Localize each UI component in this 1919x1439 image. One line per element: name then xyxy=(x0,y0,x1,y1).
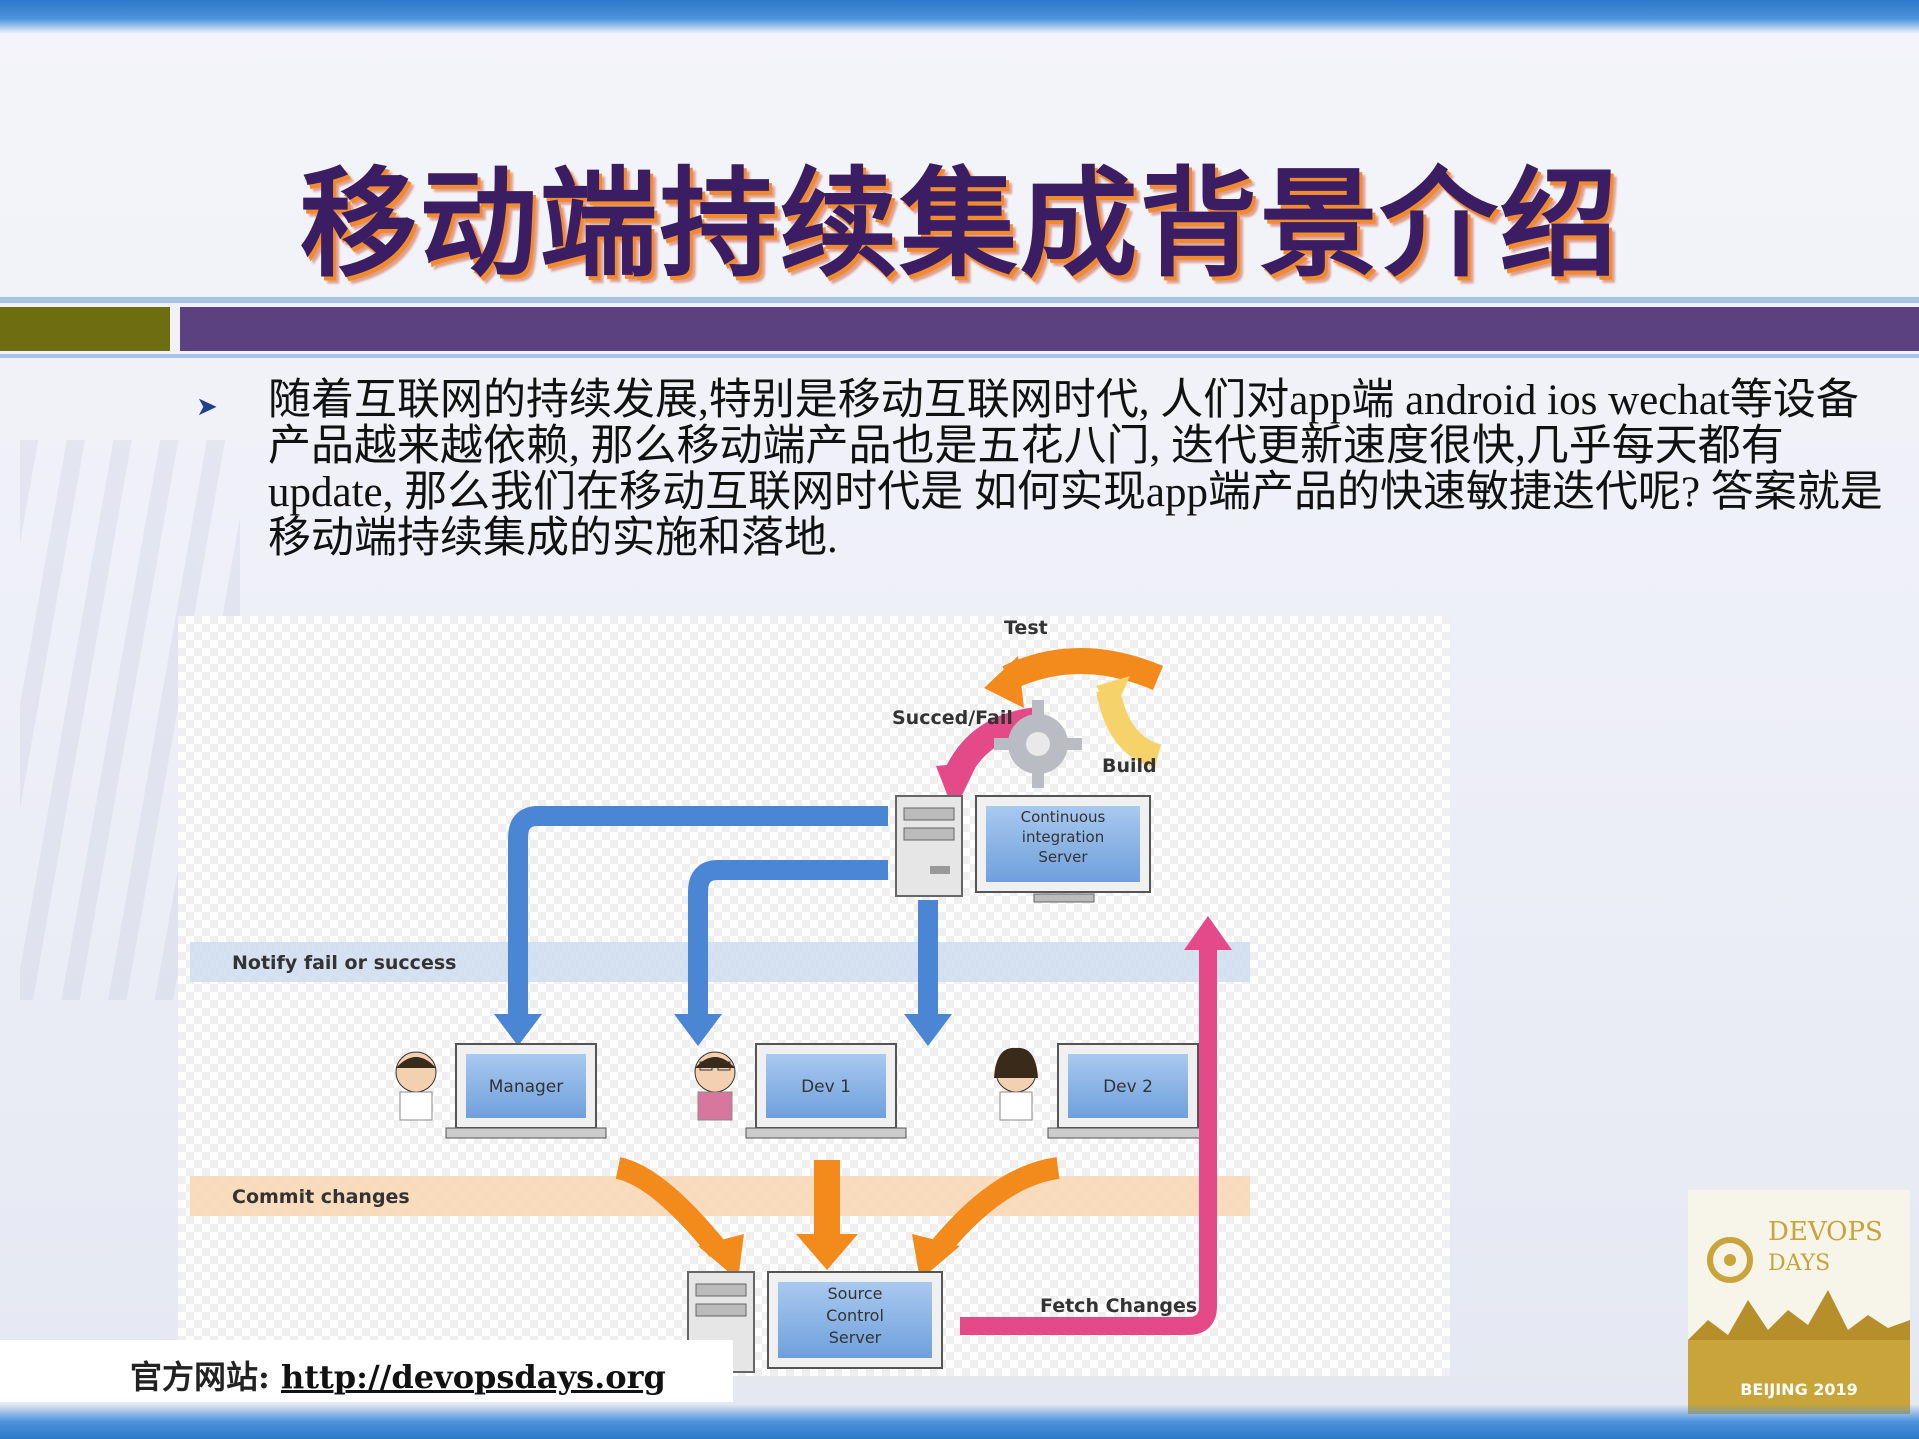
notify-arrow-manager xyxy=(508,806,888,1016)
footer-link[interactable]: http://devopsdays.org xyxy=(280,1358,666,1396)
divider-olive-block xyxy=(0,307,170,351)
build-label: Build xyxy=(1102,755,1157,777)
footer: 官方网站: http://devopsdays.org xyxy=(130,1352,666,1398)
commit-arrow-dev2-head xyxy=(912,1234,960,1280)
source-label-line-1: Source xyxy=(828,1284,883,1303)
ci-diagram: Notify fail or success Commit changes Te… xyxy=(178,616,1450,1376)
test-arrow-head xyxy=(984,656,1024,708)
ci-monitor: Continuous integration Server xyxy=(975,795,1151,903)
test-label: Test xyxy=(1004,617,1048,639)
ci-label-line-1: Continuous xyxy=(1021,808,1106,826)
notify-label: Notify fail or success xyxy=(232,952,456,974)
fetch-arrow-head xyxy=(1184,916,1232,950)
manager-avatar-icon xyxy=(395,1051,437,1121)
succeed-arrow-head xyxy=(936,762,978,812)
source-monitor: Source Control Server xyxy=(767,1271,943,1369)
dev2-laptop: Dev 2 xyxy=(1047,1043,1209,1139)
diagram-background xyxy=(178,616,1450,1376)
slide-title: 移动端持续集成背景介绍 xyxy=(299,155,1620,293)
devopsdays-logo: DEVOPS DAYS BEIJING 2019 xyxy=(1688,1190,1910,1414)
notify-arrow-dev1-head xyxy=(674,1014,722,1046)
build-arrow-head xyxy=(1096,676,1130,712)
commit-arrow-dev1 xyxy=(814,1160,840,1236)
dev2-avatar-icon xyxy=(994,1047,1038,1121)
ci-tower-icon xyxy=(895,795,963,897)
logo-skyline xyxy=(1688,1340,1910,1414)
notify-band xyxy=(190,942,1250,982)
divider-line-top xyxy=(0,297,1919,303)
divider-line-bottom xyxy=(0,354,1919,358)
logo-ring-icon xyxy=(1707,1237,1753,1283)
source-label-line-2: Control xyxy=(826,1306,884,1325)
gear-icon xyxy=(994,700,1082,788)
manager-label: Manager xyxy=(489,1077,564,1097)
commit-label: Commit changes xyxy=(232,1186,410,1208)
ci-label-line-2: integration xyxy=(1022,828,1104,846)
test-arrow xyxy=(1002,648,1164,691)
commit-arrow-dev1-head xyxy=(796,1234,858,1270)
commit-arrow-manager xyxy=(615,1157,727,1257)
fetch-arrow xyxy=(960,946,1217,1335)
commit-band xyxy=(190,1176,1250,1216)
body-paragraph: 随着互联网的持续发展,特别是移动互联网时代, 人们对app端 android i… xyxy=(268,377,1883,562)
dev2-label: Dev 2 xyxy=(1103,1077,1153,1097)
fetch-label: Fetch Changes xyxy=(1040,1295,1197,1317)
dev1-label: Dev 1 xyxy=(801,1077,851,1097)
dev1-laptop: Dev 1 xyxy=(745,1043,907,1139)
ci-label-line-3: Server xyxy=(1038,848,1088,866)
manager-laptop: Manager xyxy=(445,1043,607,1139)
notify-arrow-manager-head xyxy=(494,1014,542,1046)
logo-line-2: DAYS xyxy=(1768,1251,1830,1276)
bottom-brush-stroke xyxy=(0,1404,1919,1439)
notify-arrow-dev2-head xyxy=(904,1014,952,1046)
logo-line-3: BEIJING 2019 xyxy=(1740,1380,1858,1399)
commit-arrow-dev2 xyxy=(929,1157,1060,1257)
footer-label: 官方网站: xyxy=(130,1358,270,1396)
commit-arrow-manager-head xyxy=(698,1234,744,1280)
dev1-avatar-icon xyxy=(694,1051,736,1121)
notify-arrow-dev1 xyxy=(688,860,888,1016)
divider-purple-bar xyxy=(180,307,1919,351)
logo-line-1: DEVOPS xyxy=(1768,1217,1883,1247)
footer-box xyxy=(0,1340,733,1402)
succeed-label: Succed/Fail xyxy=(892,707,1013,729)
top-brush-stroke xyxy=(0,0,1919,34)
source-label-line-3: Server xyxy=(829,1328,882,1347)
bullet-arrow-icon: ➤ xyxy=(196,392,218,422)
